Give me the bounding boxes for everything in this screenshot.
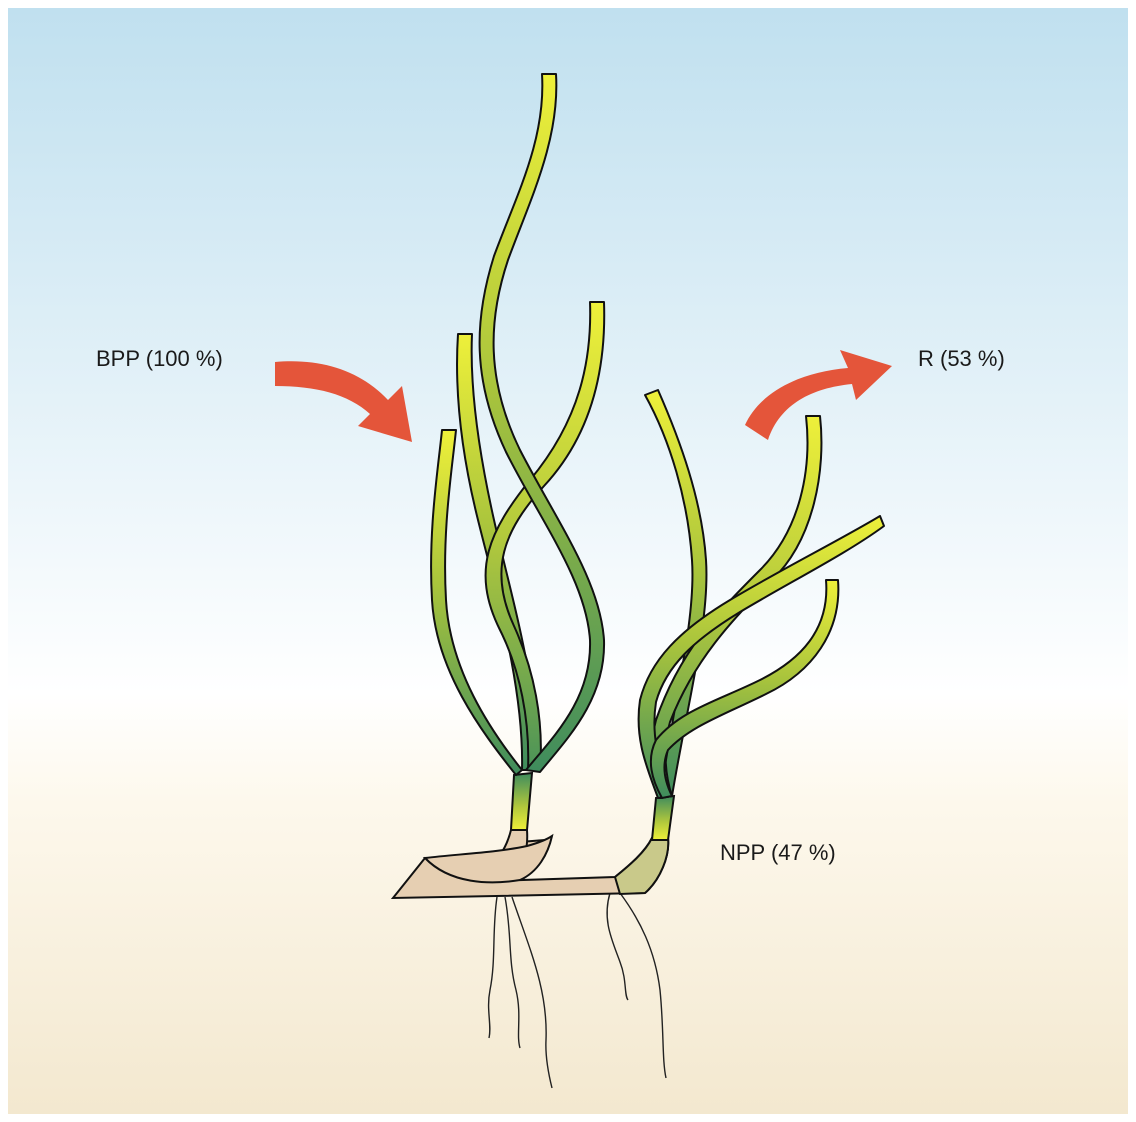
respiration-label: R (53 %) <box>918 346 1005 372</box>
bpp-label: BPP (100 %) <box>96 346 223 372</box>
npp-label: NPP (47 %) <box>720 840 836 866</box>
